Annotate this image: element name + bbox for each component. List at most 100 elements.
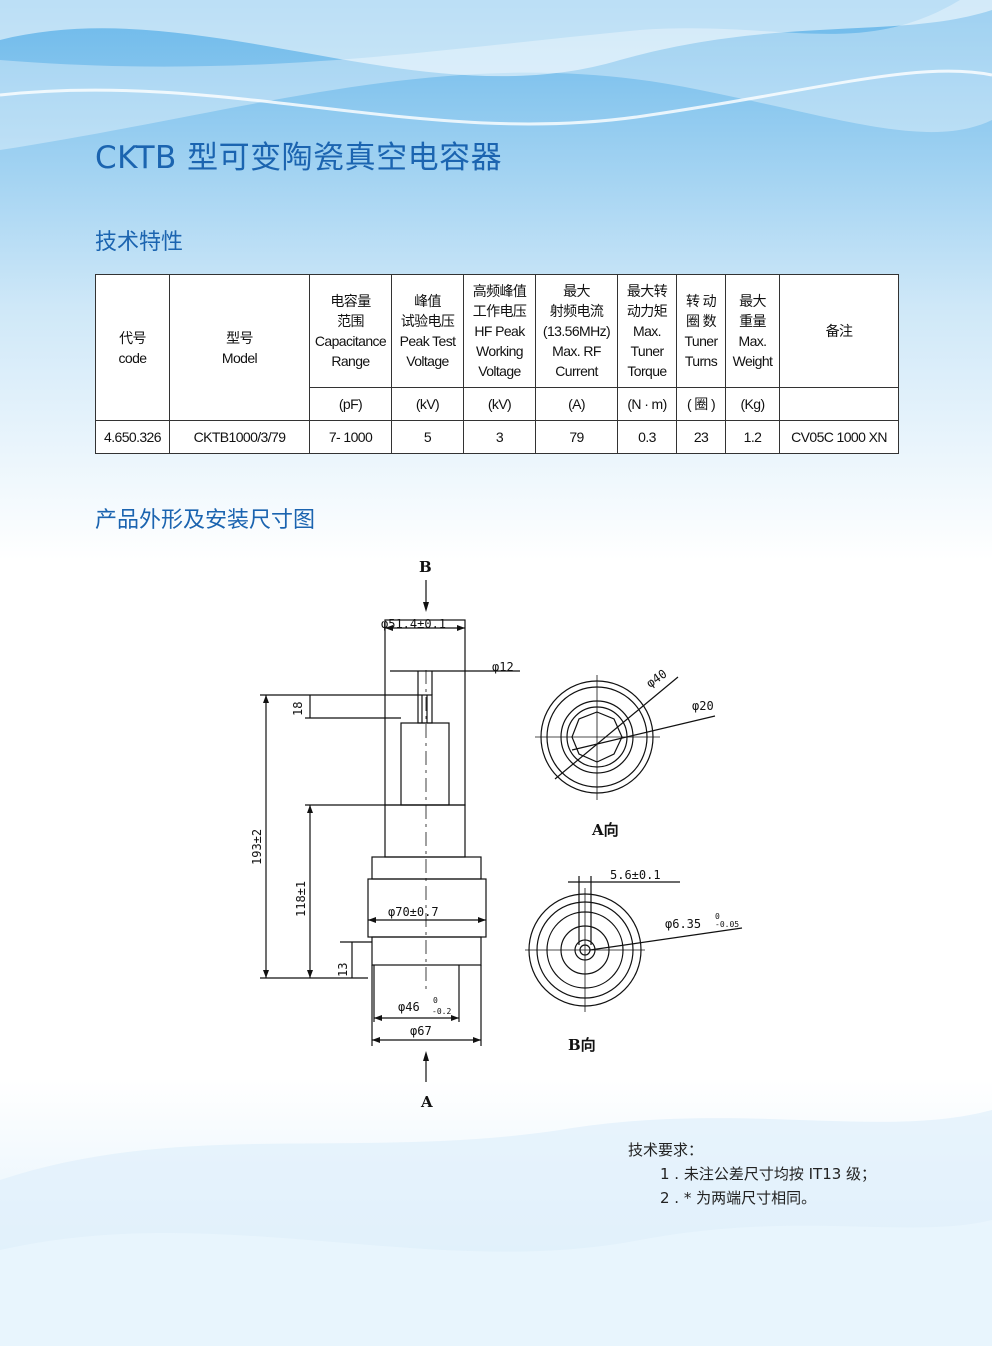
dim-13-label: 13 bbox=[336, 963, 350, 977]
note-item: 2 . * 为两端尺寸相同。 bbox=[660, 1189, 817, 1207]
table-units-row: (pF) (kV) (kV) (A) (N · m) ( 圈 ) (Kg) bbox=[96, 387, 899, 421]
header-cell: 备注 bbox=[779, 274, 899, 388]
header-line: 峰值 bbox=[414, 293, 441, 309]
table-cell-hf-voltage: 3 bbox=[463, 420, 536, 454]
header-line: Max. bbox=[633, 323, 662, 339]
table-cell-remark: CV05C 1000 XN bbox=[779, 420, 899, 454]
a-view-title: A向 bbox=[591, 821, 619, 839]
unit-cell: (Kg) bbox=[725, 387, 780, 421]
dim-dia-51-label: φ51.4±0.1 bbox=[381, 617, 446, 631]
dim-dia-12-label: φ12 bbox=[492, 660, 514, 674]
header-line: Tuner bbox=[630, 343, 664, 359]
notes-heading: 技术要求： bbox=[628, 1141, 704, 1159]
view-b-label: B bbox=[419, 558, 432, 576]
table-cell-peak-test-voltage: 5 bbox=[391, 420, 464, 454]
header-line: 最大 bbox=[563, 283, 590, 299]
header-line: Weight bbox=[732, 353, 773, 369]
unit-cell: ( 圈 ) bbox=[676, 387, 726, 421]
dim-dia-6-35-tol-upper: 0 bbox=[715, 912, 720, 921]
header-line: Voltage bbox=[406, 353, 449, 369]
table-row: 4.650.326 CKTB1000/3/79 7- 1000 5 3 79 0… bbox=[95, 420, 899, 454]
table-cell-code: 4.650.326 bbox=[95, 420, 170, 454]
header-line: 最大 bbox=[739, 293, 766, 309]
dim-dia-6-35-tol-lower: -0.05 bbox=[715, 920, 739, 929]
header-line: 工作电压 bbox=[472, 303, 527, 319]
dim-5-6-label: 5.6±0.1 bbox=[610, 868, 661, 882]
section-title-drawing: 产品外形及安装尺寸图 bbox=[95, 508, 316, 533]
b-view-circles bbox=[525, 876, 743, 1012]
header-line: 备注 bbox=[825, 323, 853, 339]
header-line: 最大转 bbox=[626, 283, 668, 299]
header-line: code bbox=[118, 349, 148, 366]
header-line: 重量 bbox=[739, 313, 766, 329]
dim-193-label: 193±2 bbox=[250, 829, 264, 865]
header-line: Range bbox=[331, 353, 370, 369]
header-line: (13.56MHz) bbox=[542, 323, 611, 339]
page-title: CKTB 型可变陶瓷真空电容器 bbox=[95, 140, 503, 176]
dim-dia-20-label: φ20 bbox=[692, 699, 714, 713]
header-line: Tuner bbox=[684, 333, 718, 349]
header-line: 动力矩 bbox=[626, 303, 668, 319]
header-line: Current bbox=[555, 363, 598, 379]
header-line: Max. bbox=[738, 333, 768, 349]
dim-18-label: 18 bbox=[291, 702, 305, 716]
b-view-title: B向 bbox=[568, 1036, 596, 1054]
table-cell-rf-current: 79 bbox=[535, 420, 618, 454]
unit-cell bbox=[779, 387, 899, 421]
header-cell: 代号 code bbox=[95, 274, 170, 421]
header-line: 型号 bbox=[226, 329, 253, 346]
upper-body-outline bbox=[384, 619, 466, 806]
unit-cell: (A) bbox=[535, 387, 618, 421]
header-line: Working bbox=[476, 343, 524, 359]
header-line: Model bbox=[221, 349, 258, 366]
header-line: 电容量 bbox=[330, 293, 371, 309]
note-item: 1 . 未注公差尺寸均按 IT13 级； bbox=[660, 1165, 877, 1183]
table-cell-torque: 0.3 bbox=[617, 420, 677, 454]
shaft-housing-outline bbox=[400, 722, 450, 806]
dim-118-label: 118±1 bbox=[294, 881, 308, 917]
table-cell-turns: 23 bbox=[676, 420, 726, 454]
flange-outline bbox=[371, 856, 482, 880]
unit-cell: (N · m) bbox=[617, 387, 677, 421]
header-line: Torque bbox=[627, 363, 667, 379]
header-line: 转 动 bbox=[685, 293, 717, 309]
dim-dia-67-label: φ67 bbox=[410, 1024, 432, 1038]
view-a-label: A bbox=[420, 1093, 433, 1111]
header-line: 高频峰值 bbox=[472, 283, 527, 299]
header-line: HF Peak bbox=[474, 323, 525, 339]
dim-dia-6-35-label: φ6.35 bbox=[665, 917, 701, 931]
header-cell: 最大射频电流 (13.56MHz) Max. RF Current bbox=[535, 274, 618, 388]
header-line: 射频电流 bbox=[549, 303, 604, 319]
lower-flange-outline bbox=[371, 936, 482, 966]
dimension-drawing: B φ51.4±0.1 φ12 18 193±2 118±1 13 φ70±0.… bbox=[250, 558, 743, 1111]
dim-dia-70-label: φ70±0.7 bbox=[388, 905, 439, 919]
unit-cell: (pF) bbox=[309, 387, 392, 421]
table-cell-weight: 1.2 bbox=[725, 420, 780, 454]
a-view-circles bbox=[535, 675, 716, 800]
header-line: Voltage bbox=[478, 363, 521, 379]
section-title-specs: 技术特性 bbox=[95, 230, 184, 255]
header-cell: 型号 Model bbox=[169, 274, 310, 421]
header-line: Turns bbox=[684, 353, 718, 369]
shaft-outline bbox=[417, 694, 433, 724]
header-line: 圈 数 bbox=[685, 313, 717, 329]
header-line: 范围 bbox=[337, 313, 364, 329]
unit-cell: (kV) bbox=[391, 387, 464, 421]
dim-dia-46-tol-upper: 0 bbox=[433, 996, 438, 1005]
header-cell: 最大重量 Max. Weight bbox=[725, 274, 780, 388]
technical-notes: 技术要求： 1 . 未注公差尺寸均按 IT13 级； 2 . * 为两端尺寸相同… bbox=[628, 1138, 876, 1210]
header-line: Max. RF bbox=[552, 343, 601, 359]
header-line: 代号 bbox=[119, 329, 146, 346]
unit-cell: (kV) bbox=[463, 387, 536, 421]
header-line: Capacitance bbox=[314, 333, 387, 349]
table-cell-model: CKTB1000/3/79 bbox=[169, 420, 310, 454]
